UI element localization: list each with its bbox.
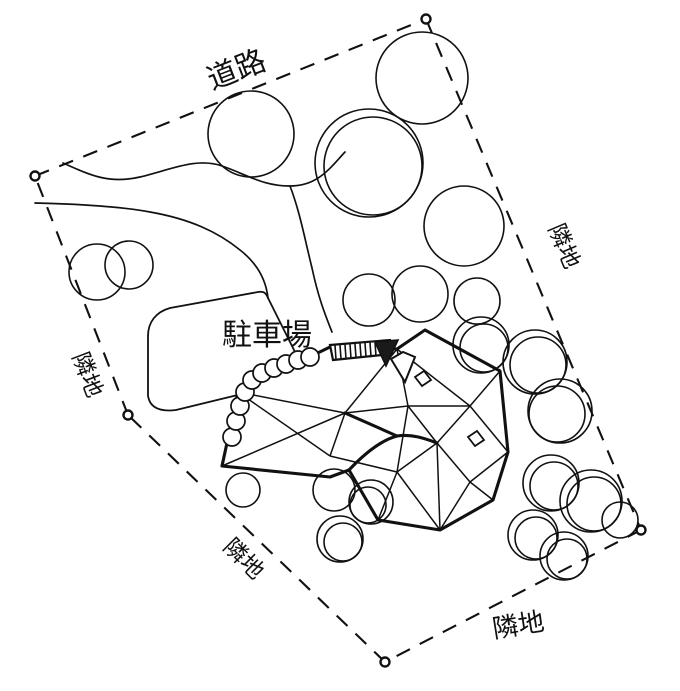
label-parking: 駐車場 [222,318,312,353]
skylight [413,369,433,388]
tree-canopy-inner [323,116,423,216]
skylight [466,429,486,448]
roof-courtyard-ridge [343,411,399,438]
entry-arrow-marker [373,339,417,385]
boundary-edge-top [34,18,427,177]
corner-marker-north [420,13,432,25]
tree-canopy-inner [349,486,387,524]
tree-canopy-inner [529,461,579,511]
roof-facet-lines [221,329,509,531]
tree-canopy [375,31,469,125]
building-roof-outline [220,328,510,532]
shrub [222,427,242,447]
tree-canopy [225,472,261,508]
shrub-row [222,347,320,447]
tree-canopy-inner [514,516,558,560]
roof-courtyard-edge-2 [395,433,439,445]
boundary-edge-right [425,18,642,531]
tree-canopy [502,329,568,395]
parking-area [147,290,296,412]
corner-marker-east [635,524,647,536]
corner-marker-west [122,409,134,421]
tree-canopy [391,265,449,323]
site-boundary [34,18,642,663]
tree-canopy [559,469,623,533]
boundary-corner-markers [29,13,647,668]
tree-canopy-inner [323,522,363,562]
tree-canopy [312,468,356,512]
tree-canopy [68,243,126,301]
parking-outline [147,290,296,412]
tree-canopies [68,31,639,581]
shrub [300,347,320,367]
tree-canopy [348,479,394,525]
tree-canopy [423,185,505,267]
roof-skylights [413,369,486,448]
tree-canopy [453,277,501,325]
tree-canopy [104,240,154,290]
boundary-edge-bottom-left [127,414,386,663]
entry-arrow [373,339,400,368]
boundary-edge-bottom-right [384,529,642,663]
tree-canopy [314,108,424,218]
corner-marker-northwest [29,170,41,182]
entry-box [389,350,417,385]
tree-canopy [539,531,589,581]
corner-marker-south [379,656,391,668]
tree-canopy-inner [546,538,588,580]
tree-canopy-inner [566,476,622,532]
boundary-edge-left [34,175,129,416]
tree-canopy [522,454,580,512]
tree-canopy [527,378,593,444]
tree-canopy [316,515,364,563]
tree-canopy [507,509,559,561]
roof-courtyard-edge [347,434,399,472]
tree-canopy-inner [528,385,586,443]
tree-canopy [601,501,639,539]
tree-canopy [342,273,396,327]
roof-perimeter [220,328,510,532]
tree-canopy [207,90,295,178]
